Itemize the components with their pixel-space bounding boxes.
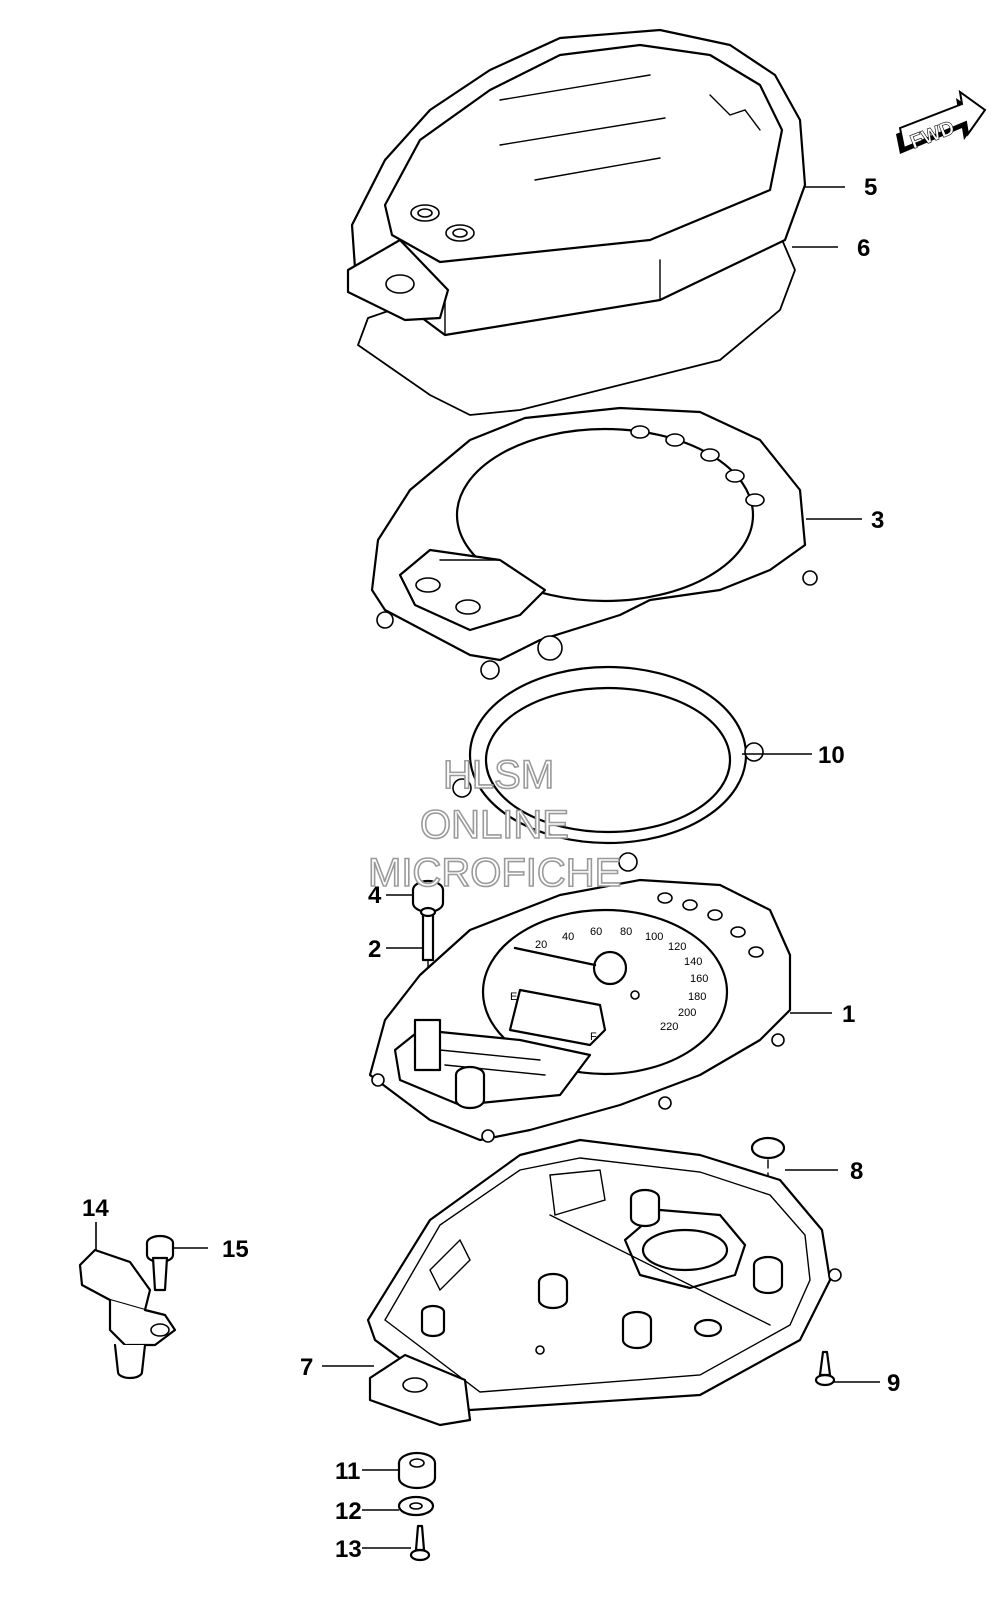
- part-4-cap: [411, 879, 445, 914]
- fwd-arrow: FWD: [896, 89, 987, 154]
- callout-4: 4: [368, 882, 382, 909]
- dial-tick-100: 100: [645, 931, 663, 943]
- watermark-line-3: MICROFICHE: [368, 851, 621, 895]
- dial-tick-20: 20: [535, 939, 547, 951]
- dial-tick-120: 120: [668, 941, 686, 953]
- part-13-screw: [409, 1524, 431, 1562]
- part-10-ring: [452, 665, 764, 872]
- part-1-meter-assembly: 20 40 60 80 100 120 140 160 180 200 220 …: [368, 878, 792, 1143]
- dial-tick-180: 180: [688, 991, 706, 1003]
- watermark-line-2: ONLINE: [420, 803, 569, 847]
- callout-15: 15: [222, 1236, 249, 1263]
- part-15-bolt: [145, 1234, 175, 1292]
- callout-12: 12: [335, 1498, 362, 1525]
- part-7-lower-case: [366, 1138, 842, 1427]
- dial-tick-160: 160: [690, 973, 708, 985]
- callout-1: 1: [842, 1001, 855, 1028]
- part-5-upper-cover: [346, 28, 807, 337]
- callout-14: 14: [82, 1195, 109, 1222]
- fuel-f-label: F: [590, 1031, 597, 1043]
- callout-6: 6: [857, 235, 870, 262]
- callout-9: 9: [887, 1370, 900, 1397]
- dial-tick-140: 140: [684, 956, 702, 968]
- callout-7: 7: [300, 1354, 313, 1381]
- watermark-line-1: HLSM: [443, 753, 554, 797]
- dial-tick-200: 200: [678, 1007, 696, 1019]
- part-12-washer: [397, 1495, 435, 1517]
- callout-3: 3: [871, 507, 884, 534]
- callout-5: 5: [864, 174, 877, 201]
- callout-8: 8: [850, 1158, 863, 1185]
- callout-leaders: [95, 186, 880, 1549]
- dial-tick-40: 40: [562, 931, 574, 943]
- part-3-bezel-frame: [370, 406, 818, 680]
- callout-10: 10: [818, 742, 845, 769]
- dial-tick-220: 220: [660, 1021, 678, 1033]
- dial-tick-60: 60: [590, 926, 602, 938]
- callout-13: 13: [335, 1536, 362, 1563]
- part-14-speed-sensor: [78, 1248, 177, 1380]
- dial-tick-80: 80: [620, 926, 632, 938]
- part-11-grommet: [397, 1451, 437, 1490]
- callout-2: 2: [368, 936, 381, 963]
- part-9-screw: [814, 1350, 836, 1387]
- watermark: HLSM ONLINE MICROFICHE: [367, 752, 622, 896]
- callout-11: 11: [335, 1458, 360, 1485]
- fuel-e-label: E: [510, 991, 517, 1003]
